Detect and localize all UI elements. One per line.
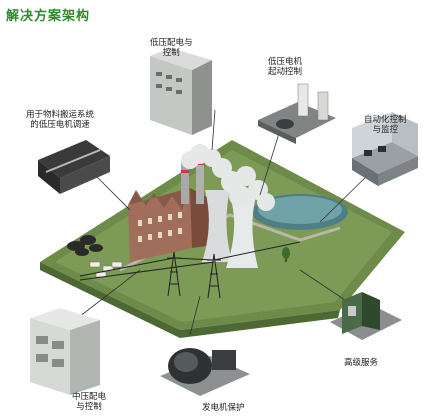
label-material-handling: 用于物料搬运系统 的低压电机调速 [26, 110, 95, 130]
label-mv-distribution-control: 中压配电 与控制 [72, 392, 107, 412]
label-advanced-service: 高级服务 [344, 358, 379, 368]
material-handling-system [38, 140, 110, 194]
service-unit [330, 292, 402, 340]
mv-switchgear [30, 308, 100, 395]
label-lv-motor-start: 低压电机 起动控制 [268, 57, 303, 77]
label-automation: 自动化控制 与监控 [364, 115, 407, 135]
label-generator-protection: 发电机保护 [202, 403, 245, 413]
cooling-towers [202, 190, 258, 268]
label-lv-distribution-control: 低压配电与 控制 [150, 38, 193, 58]
steam-clouds [181, 144, 275, 211]
transmission-towers [79, 241, 301, 299]
lv-distribution-cabinet [150, 48, 212, 135]
coal-piles [67, 235, 103, 256]
pond [252, 194, 348, 230]
control-room [352, 112, 418, 186]
generator [160, 348, 250, 396]
motor-starter-platform [258, 83, 336, 144]
power-plant-building [128, 188, 212, 262]
tree [282, 247, 290, 262]
page-title: 解决方案架构 [6, 9, 91, 24]
connector-lines [74, 109, 376, 336]
